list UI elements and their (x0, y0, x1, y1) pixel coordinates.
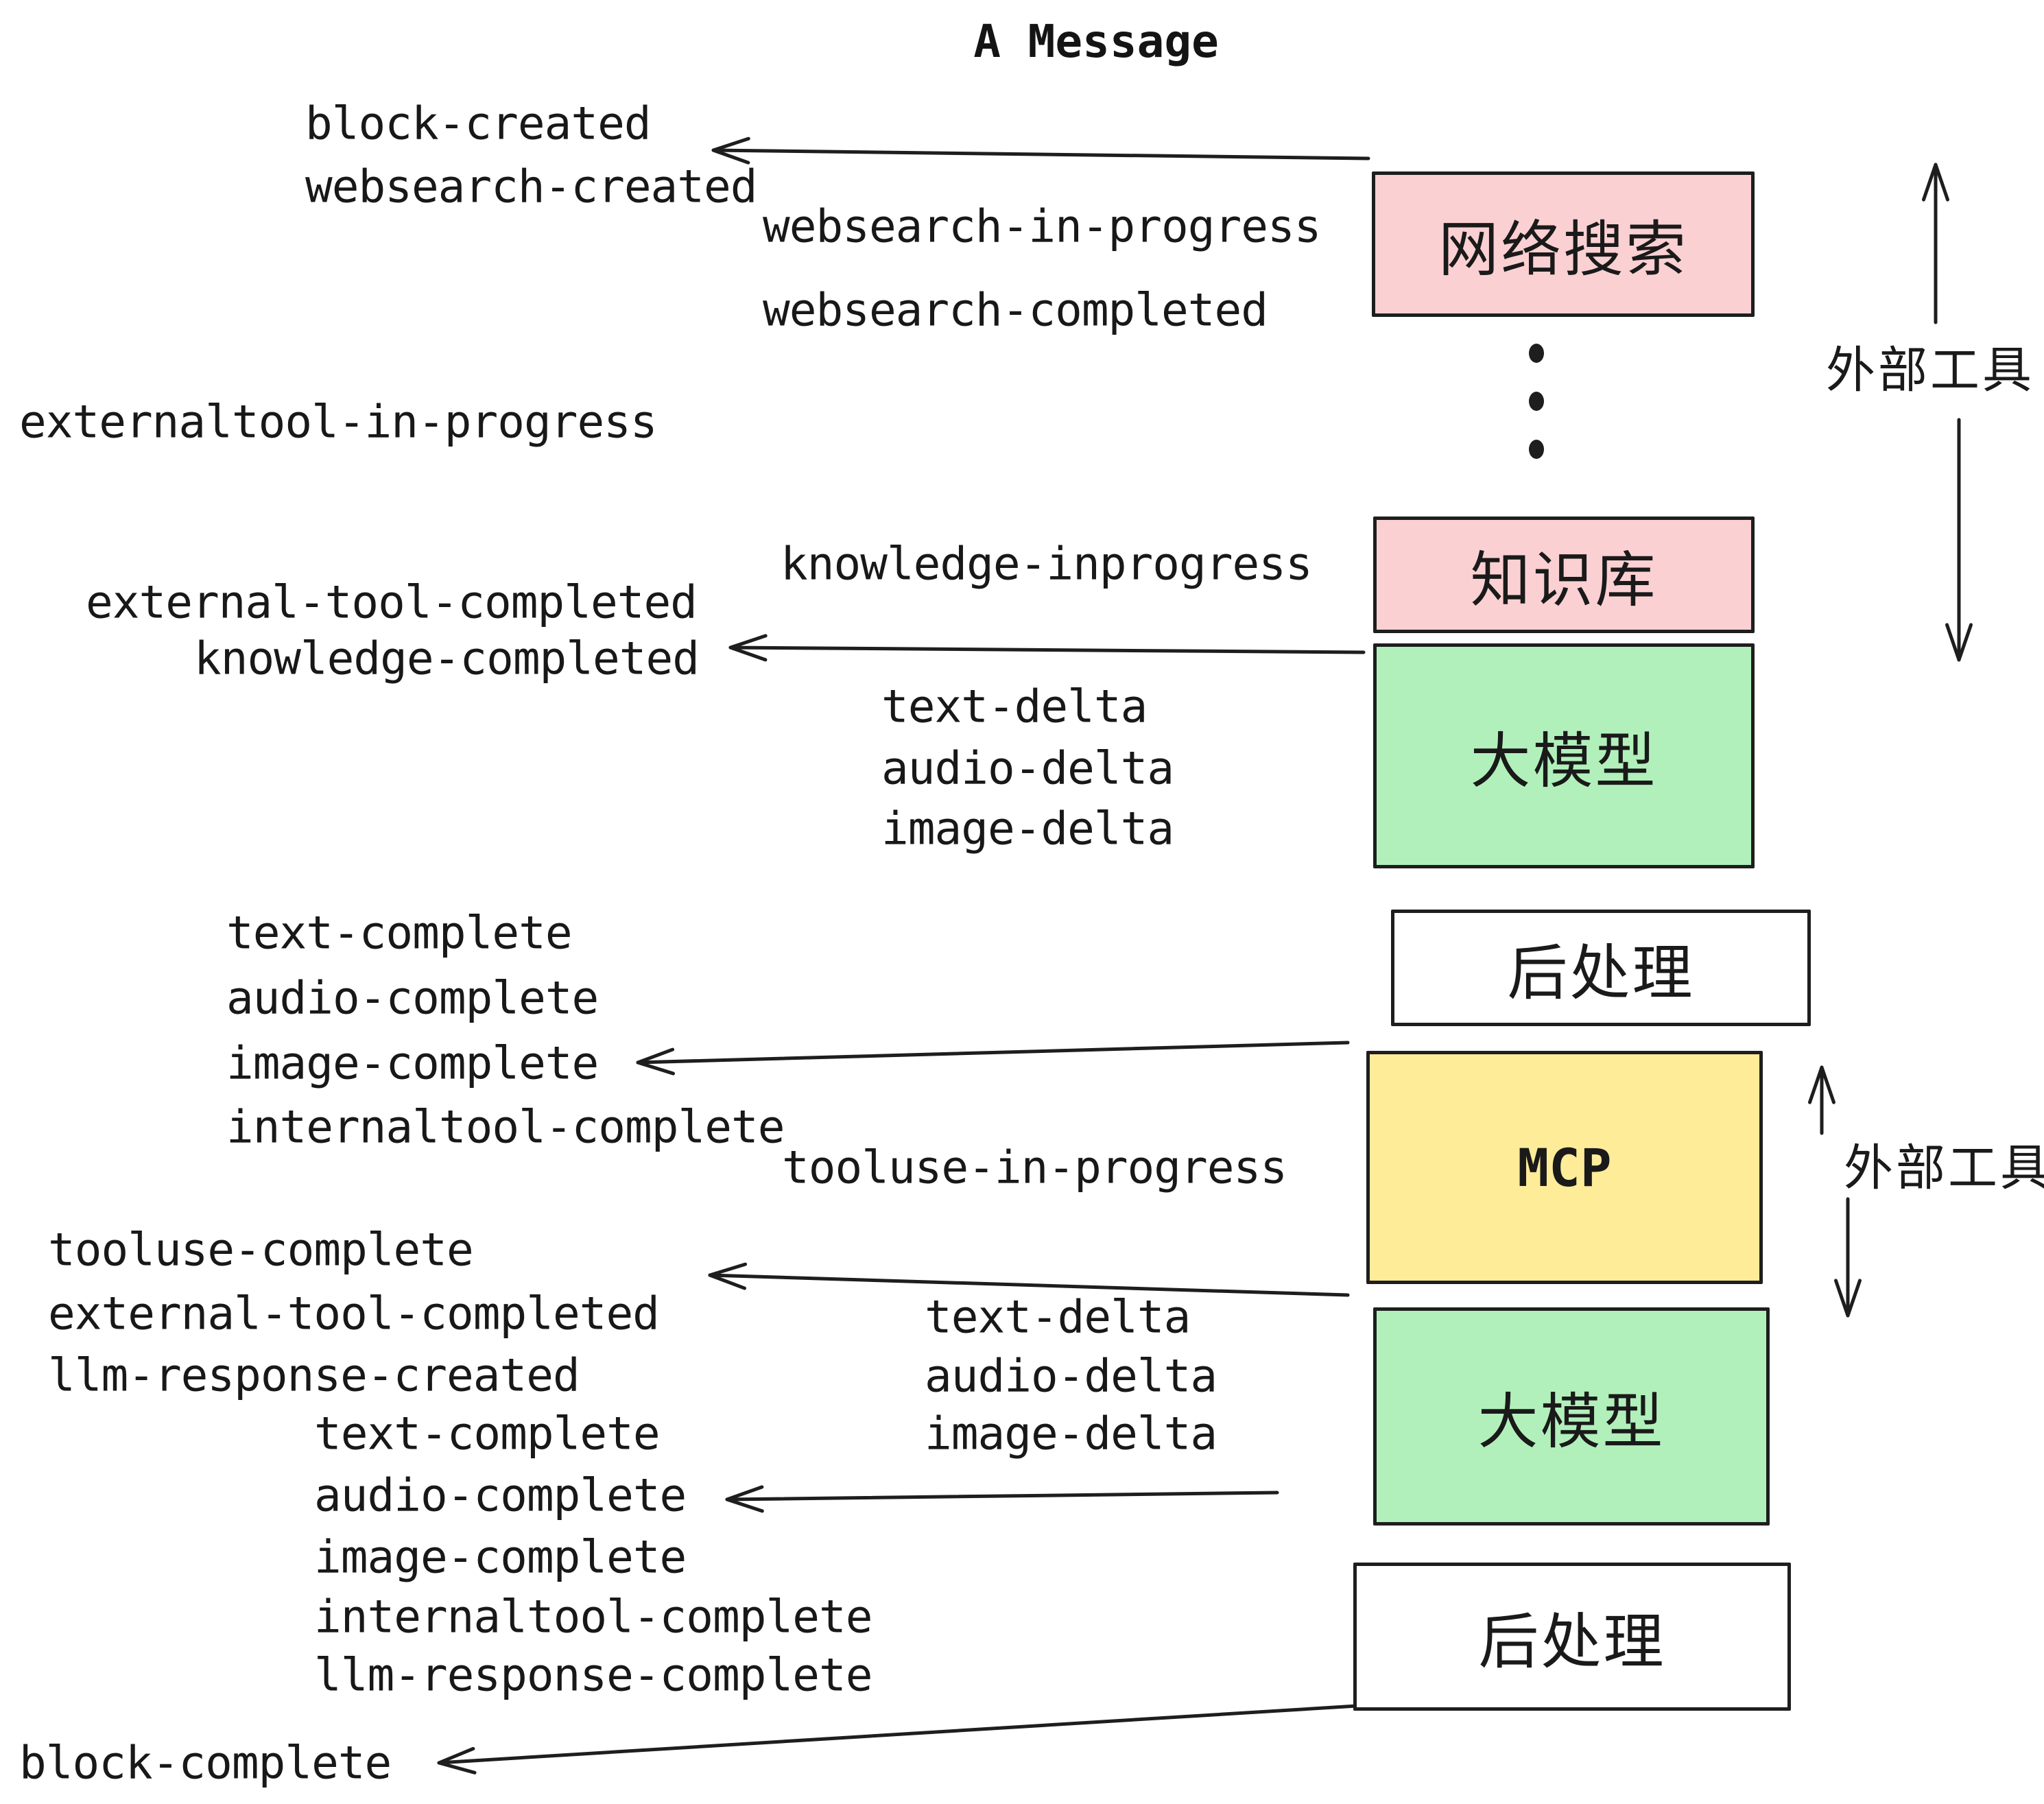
event-label-image-complete: image-complete (314, 1530, 687, 1584)
event-label-tooluse-in-progress: tooluse-in-progress (782, 1141, 1287, 1194)
event-label-llm-response-complete: llm-response-complete (314, 1648, 872, 1702)
arrow-to-block-complete (437, 1704, 1359, 1775)
event-label-image-complete: image-complete (226, 1036, 599, 1090)
postprocess-box-1-label: 后处理 (1507, 937, 1695, 1008)
event-label-knowledge-completed: knowledge-completed (194, 632, 700, 685)
knowledge-box-label: 知识库 (1470, 544, 1658, 615)
diagram-title: A Message (973, 15, 1219, 68)
event-label-text-complete: text-complete (226, 906, 573, 960)
llm-box-1: 大模型 (1373, 643, 1755, 868)
event-label-block-created: block-created (305, 97, 652, 150)
websearch-box: 网络搜索 (1372, 171, 1755, 317)
event-label-knowledge-inprogress: knowledge-inprogress (781, 537, 1313, 591)
llm-box-2: 大模型 (1373, 1307, 1770, 1526)
event-label-text-complete: text-complete (314, 1407, 661, 1460)
event-label-image-delta: image-delta (881, 802, 1174, 855)
event-label-block-complete: block-complete (19, 1736, 392, 1790)
event-label-internaltool-complete: internaltool-complete (314, 1590, 872, 1643)
event-label-websearch-completed: websearch-completed (763, 283, 1268, 337)
event-label-internaltool-complete: internaltool-complete (226, 1100, 785, 1154)
event-label-externaltool-in-progress: externaltool-in-progress (19, 395, 658, 449)
event-label-audio-delta: audio-delta (925, 1349, 1217, 1403)
event-label-external-tool-completed: external-tool-completed (48, 1287, 660, 1340)
arrow-to-external-tool-completed (708, 1262, 1350, 1297)
external-tools-up-arrow-2 (1808, 1065, 1835, 1135)
llm-box-1-label: 大模型 (1470, 725, 1658, 796)
event-label-websearch-in-progress: websearch-in-progress (763, 200, 1321, 253)
event-label-text-delta: text-delta (925, 1290, 1191, 1344)
ellipsis-dots (1529, 344, 1544, 459)
external-tools-up-arrow-1 (1922, 163, 1949, 324)
mcp-box-label: MCP (1517, 1137, 1612, 1198)
knowledge-box: 知识库 (1373, 517, 1755, 633)
event-label-tooluse-complete: tooluse-complete (48, 1223, 474, 1277)
event-label-image-delta: image-delta (925, 1407, 1217, 1460)
llm-box-2-label: 大模型 (1477, 1386, 1665, 1457)
websearch-box-label: 网络搜索 (1438, 213, 1688, 285)
event-label-audio-complete: audio-complete (314, 1469, 687, 1522)
event-label-llm-response-created: llm-response-created (48, 1349, 580, 1402)
postprocess-box-1: 后处理 (1391, 910, 1811, 1026)
arrow-to-block-created (711, 137, 1370, 165)
event-label-websearch-created: websearch-created (305, 160, 758, 213)
event-label-audio-complete: audio-complete (226, 971, 599, 1025)
external-tools-down-arrow-2 (1834, 1197, 1862, 1318)
external-tools-label-1: 外部工具 (1826, 341, 2035, 399)
mcp-box: MCP (1366, 1051, 1763, 1284)
external-tools-down-arrow-1 (1945, 418, 1973, 662)
event-label-audio-delta: audio-delta (881, 741, 1174, 795)
arrow-to-knowledge-completed (728, 634, 1366, 662)
postprocess-box-2: 后处理 (1353, 1563, 1791, 1711)
postprocess-box-2-label: 后处理 (1478, 1606, 1666, 1677)
external-tools-label-2: 外部工具 (1844, 1139, 2044, 1197)
event-label-text-delta: text-delta (881, 680, 1148, 733)
arrow-to-image-complete (636, 1041, 1350, 1076)
event-label-external-tool-completed: external-tool-completed (86, 575, 698, 629)
arrow-to-audio-complete (725, 1485, 1279, 1513)
